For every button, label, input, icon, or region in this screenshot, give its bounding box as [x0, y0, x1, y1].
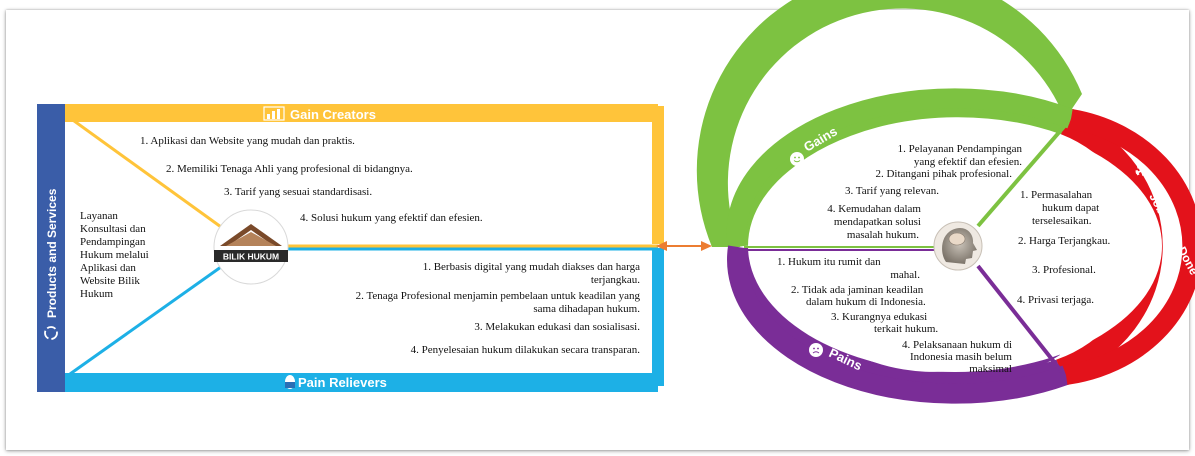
pain-relievers-header: [64, 373, 658, 392]
job-item: 3. Profesional.: [1032, 264, 1096, 276]
gain-item: masalah hukum.: [847, 229, 919, 241]
logo-text: BILIK HUKUM: [223, 252, 279, 262]
gain-item: 3. Tarif yang relevan.: [845, 185, 939, 197]
pain-item: dalam hukum di Indonesia.: [806, 296, 926, 308]
gain-creators-title: Gain Creators: [290, 107, 376, 122]
pain-item: Indonesia masih belum: [910, 351, 1012, 363]
gain-creator-item: 2. Memiliki Tenaga Ahli yang profesional…: [166, 163, 413, 175]
gain-item: 2. Ditangani pihak profesional.: [875, 168, 1012, 180]
pain-item: 3. Kurangnya edukasi: [831, 311, 927, 323]
pain-reliever-item: 1. Berbasis digital yang mudah diakses d…: [423, 261, 640, 273]
recycle-icon: [44, 326, 58, 340]
product-map: Gain Creators Pain Relievers Products an…: [37, 104, 664, 392]
products-services-text: Layanan Konsultasi dan Pendampingan Huku…: [80, 210, 149, 300]
gains-jobs-divider: [976, 120, 1070, 228]
pains-list: 1. Hukum itu rumit dan mahal. 2. Tidak a…: [777, 256, 1012, 375]
pain-item: 1. Hukum itu rumit dan: [777, 256, 881, 268]
svg-text:Layanan: Layanan: [80, 210, 118, 222]
smile-icon: [790, 152, 804, 166]
svg-text:Hukum: Hukum: [80, 288, 113, 300]
svg-text:Aplikasi dan: Aplikasi dan: [80, 262, 136, 274]
gain-creator-item: 3. Tarif yang sesuai standardisasi.: [224, 186, 372, 198]
head-brain-icon: [933, 221, 983, 271]
pain-item: 2. Tidak ada jaminan keadilan: [791, 284, 924, 296]
pain-reliever-item: 3. Melakukan edukasi dan sosialisasi.: [474, 321, 640, 333]
gain-item: 1. Pelayanan Pendampingan: [898, 143, 1023, 155]
gain-item: 4. Kemudahan dalam: [827, 203, 921, 215]
svg-text:Konsultasi dan: Konsultasi dan: [80, 223, 146, 235]
svg-text:Hukum melalui: Hukum melalui: [80, 249, 149, 261]
diagonal-bottom: [69, 260, 229, 376]
pain-item: 4. Pelaksanaan hukum di: [902, 339, 1012, 351]
job-item: 2. Harga Terjangkau.: [1018, 235, 1111, 247]
pain-item: maksimal: [969, 363, 1012, 375]
fit-arrow: [656, 241, 712, 251]
gains-list: 1. Pelayanan Pendampingan yang efektif d…: [827, 143, 1022, 241]
bilik-hukum-logo: BILIK HUKUM: [213, 209, 289, 285]
gain-item: yang efektif dan efesien.: [914, 156, 1022, 168]
job-item: hukum dapat: [1042, 202, 1099, 214]
gain-item: mendapatkan solusi: [834, 216, 921, 228]
gain-creators-list: 1. Aplikasi dan Website yang mudah dan p…: [140, 135, 483, 224]
pill-icon: [285, 375, 295, 389]
sad-icon: [809, 343, 823, 357]
pain-relievers-title: Pain Relievers: [298, 375, 387, 390]
products-services-bar: [37, 104, 65, 392]
diagonal-top: [69, 116, 229, 234]
svg-text:Website Bilik: Website Bilik: [80, 275, 140, 287]
pain-item: terkait hukum.: [874, 323, 938, 335]
job-item: terselesaikan.: [1032, 215, 1092, 227]
chart-icon: [263, 106, 285, 121]
gain-creator-item: 4. Solusi hukum yang efektif dan efesien…: [300, 212, 483, 224]
pain-reliever-item: 2. Tenaga Profesional menjamin pembelaan…: [356, 290, 641, 302]
pain-relievers-list: 1. Berbasis digital yang mudah diakses d…: [356, 261, 641, 356]
products-services-label: Products and Services: [45, 188, 59, 318]
gain-creator-item: 1. Aplikasi dan Website yang mudah dan p…: [140, 135, 355, 147]
gain-creators-header: [64, 104, 658, 122]
svg-text:Pendampingan: Pendampingan: [80, 236, 146, 248]
job-item: 4. Privasi terjaga.: [1017, 294, 1094, 306]
pain-reliever-item: 4. Penyelesaian hukum dilakukan secara t…: [411, 344, 641, 356]
pain-reliever-item: terjangkau.: [591, 274, 640, 286]
hammer-icon: ⚒: [1132, 162, 1150, 179]
pains-jobs-divider: [976, 264, 1064, 374]
pain-item: mahal.: [890, 269, 920, 281]
job-item: 1. Permasalahan: [1020, 189, 1093, 201]
jobs-list: 1. Permasalahan hukum dapat terselesaika…: [1017, 189, 1111, 306]
pain-reliever-item: sama dihadapan hukum.: [533, 303, 640, 315]
customer-profile: Gains Pains ⚒ Job To Be Done 1. Pelayana…: [696, 0, 1195, 404]
